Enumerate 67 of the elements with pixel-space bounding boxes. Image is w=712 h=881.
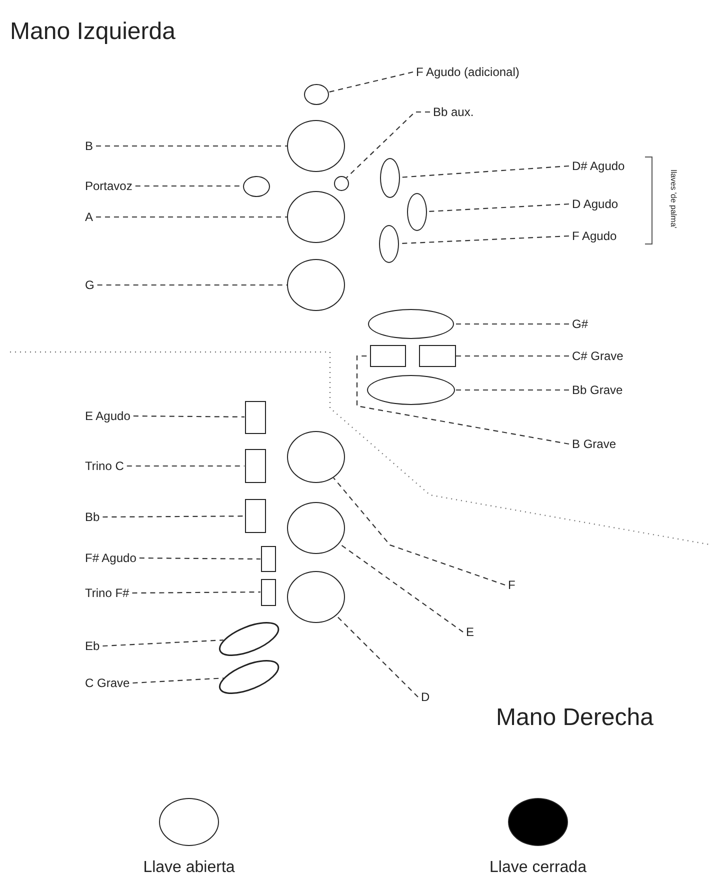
leader-line [333, 477, 506, 586]
legend-label: Llave cerrada [490, 858, 586, 878]
key-label: E [466, 624, 474, 640]
key-label: E Agudo [85, 408, 130, 424]
leader-line [356, 355, 570, 445]
key-label: Trino C [85, 458, 124, 474]
leader-line [96, 216, 287, 218]
round-key [287, 502, 345, 554]
section-heading: Mano Izquierda [10, 18, 176, 46]
key-label: Eb [85, 638, 100, 654]
rectangular-key [418, 345, 456, 367]
key-label: C# Grave [572, 348, 624, 364]
leader-line [102, 640, 224, 647]
key-label: D [421, 689, 430, 705]
rectangular-key [244, 499, 266, 533]
leader-line [338, 543, 464, 632]
leader-line [328, 71, 414, 93]
round-key [287, 571, 345, 623]
oval-key [379, 225, 399, 263]
leader-line [132, 678, 224, 684]
key-label: A [85, 209, 94, 225]
key-label: F Agudo [572, 228, 617, 244]
key-label: Bb Grave [572, 382, 623, 398]
rectangular-key [244, 449, 266, 483]
key-label: F [508, 577, 516, 593]
key-label: Trino F# [85, 585, 130, 601]
round-key [304, 84, 328, 104]
leader-line [400, 165, 570, 178]
oval-key [380, 158, 400, 198]
round-key [242, 176, 270, 196]
legend-label: Llave abierta [143, 858, 235, 878]
rectangular-key [260, 578, 276, 606]
key-label: G [85, 277, 94, 293]
oval-key [407, 193, 427, 231]
section-heading: Mano Derecha [496, 704, 654, 732]
leader-line [346, 111, 430, 178]
key-label: D# Agudo [572, 158, 625, 174]
leader-line [426, 203, 570, 212]
oval-key [218, 621, 280, 657]
rectangular-key [244, 400, 266, 434]
key-label: Bb [85, 509, 100, 525]
key-label: B Grave [572, 436, 616, 452]
leader-line [133, 415, 244, 418]
leader-line [135, 185, 242, 187]
leader-line [455, 389, 569, 391]
rectangular-key [370, 345, 406, 367]
leader-line [336, 615, 418, 698]
bracket-label: llaves 'de palma' [668, 168, 678, 230]
leader-line [97, 284, 287, 286]
key-label: D Agudo [572, 196, 618, 212]
rectangular-key [260, 546, 276, 572]
key-label: Bb aux. [433, 104, 474, 120]
leader-line [96, 145, 287, 147]
key-label: F# Agudo [85, 550, 136, 566]
key-label: G# [572, 316, 588, 332]
round-key [334, 176, 348, 190]
leader-line [102, 516, 244, 518]
leader-line [132, 591, 260, 594]
oval-key [218, 659, 280, 695]
leader-line [126, 465, 244, 467]
key-label: Portavoz [85, 178, 132, 194]
leader-line [454, 323, 569, 325]
key-label: B [85, 138, 94, 154]
key-label: C Grave [85, 675, 130, 691]
leader-line [139, 557, 260, 560]
leader-line [456, 355, 569, 357]
key-label: F Agudo (adicional) [416, 64, 520, 80]
